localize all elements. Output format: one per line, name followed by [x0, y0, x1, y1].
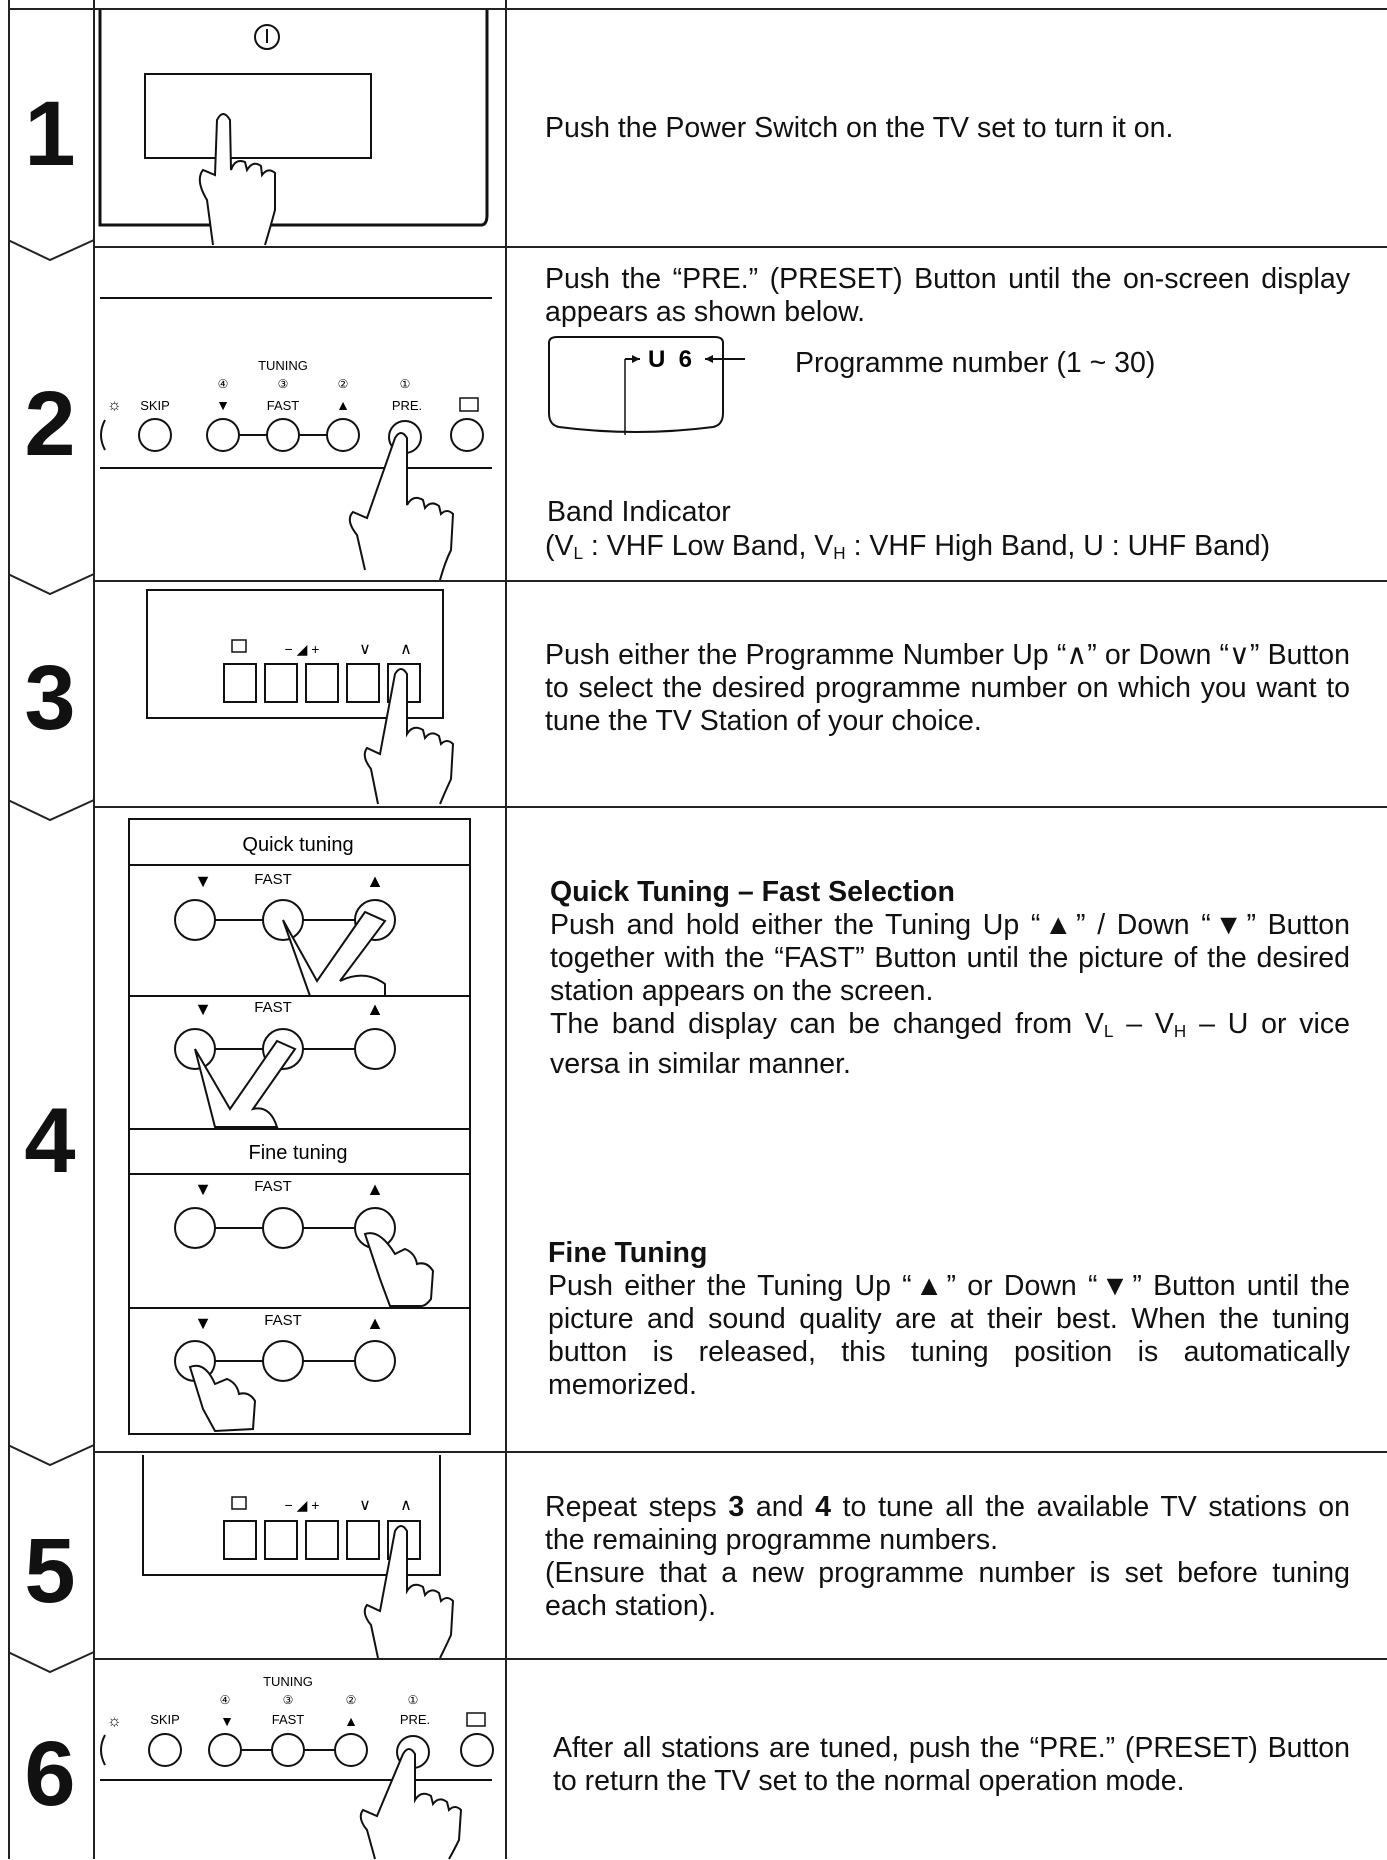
- programme-buttons-illustration: − ◢ + ∨ ∧: [146, 589, 455, 805]
- chevron-divider: [8, 1651, 95, 1674]
- svg-text:▲: ▲: [366, 1179, 384, 1199]
- svg-text:▲: ▲: [366, 871, 384, 891]
- row-separator: [93, 1658, 1387, 1660]
- chevron-divider: [8, 573, 95, 596]
- hand-icon: [363, 1232, 435, 1308]
- svg-text:SKIP: SKIP: [150, 1712, 180, 1727]
- tuning-panel-illustration: TUNING ④ ③ ② ① ☼ SKIP ▼ FAST ▲ PRE.: [100, 1674, 494, 1860]
- svg-text:− ◢ +: − ◢ +: [285, 1497, 320, 1513]
- step-number-5: 5: [24, 1520, 76, 1622]
- hand-icon: [194, 1039, 297, 1128]
- svg-text:▲: ▲: [366, 1313, 384, 1333]
- menu-icon: [466, 1712, 486, 1727]
- fine-tuning-label: Fine tuning: [249, 1142, 348, 1164]
- svg-text:FAST: FAST: [264, 1312, 302, 1329]
- step-number-1: 1: [24, 83, 76, 185]
- tuning-label: TUNING: [258, 358, 308, 373]
- row-separator: [93, 1451, 1387, 1453]
- svg-text:▼: ▼: [194, 1179, 212, 1199]
- hand-icon: [359, 1748, 463, 1860]
- hand-icon: [198, 113, 276, 246]
- step-1-text: Push the Power Switch on the TV set to t…: [545, 112, 1174, 144]
- svg-text:∧: ∧: [400, 641, 412, 658]
- svg-text:②: ②: [338, 377, 349, 391]
- band-indicator-desc: (VL : VHF Low Band, VH : VHF High Band, …: [545, 530, 1271, 563]
- svg-text:FAST: FAST: [254, 871, 292, 888]
- svg-text:∨: ∨: [359, 1497, 371, 1514]
- svg-text:③: ③: [278, 377, 289, 391]
- tv-display-diagram: U 6: [548, 336, 745, 435]
- quick-tuning-label: Quick tuning: [242, 834, 353, 856]
- svg-text:②: ②: [346, 1693, 357, 1707]
- svg-text:∧: ∧: [400, 1497, 412, 1514]
- programme-number-label: Programme number (1 ~ 30): [795, 347, 1156, 379]
- programme-buttons-illustration: − ◢ + ∨ ∧: [142, 1455, 455, 1658]
- svg-text:PRE.: PRE.: [392, 398, 422, 413]
- step-number-2: 2: [24, 373, 76, 475]
- brightness-icon: ☼: [107, 1713, 122, 1730]
- svg-text:①: ①: [408, 1693, 419, 1707]
- hand-icon: [363, 1525, 455, 1658]
- fine-tuning-heading: Fine Tuning: [548, 1237, 708, 1269]
- menu-icon: [459, 397, 479, 412]
- svg-text:▲: ▲: [344, 1713, 358, 1729]
- svg-text:①: ①: [400, 377, 411, 391]
- svg-text:▼: ▼: [216, 397, 230, 413]
- tuning-panel-illustration: TUNING ④ ③ ② ① ☼ SKIP ▼ FAST ▲ PRE.: [100, 297, 492, 580]
- svg-text:▼: ▼: [194, 1313, 212, 1333]
- band-change-text: The band display can be changed from VL …: [550, 1008, 1350, 1080]
- number-column-divider: [93, 0, 95, 1859]
- step-5-text: Repeat steps 3 and 4 to tune all the ava…: [545, 1491, 1350, 1622]
- svg-text:SKIP: SKIP: [140, 398, 170, 413]
- row-separator: [93, 246, 1387, 248]
- top-border: [8, 8, 1387, 10]
- svg-text:FAST: FAST: [254, 999, 292, 1016]
- step-4-quick-text: Quick Tuning – Fast Selection Push and h…: [550, 876, 1350, 1080]
- power-switch: [144, 73, 372, 159]
- row-separator: [93, 580, 1387, 582]
- svg-text:④: ④: [218, 377, 229, 391]
- hand-icon: [282, 910, 387, 997]
- hand-icon: [188, 1364, 257, 1433]
- svg-text:FAST: FAST: [272, 1712, 305, 1727]
- step-number-6: 6: [24, 1723, 76, 1825]
- svg-text:▼: ▼: [194, 871, 212, 891]
- svg-text:▲: ▲: [336, 397, 350, 413]
- svg-text:TUNING: TUNING: [263, 1674, 313, 1689]
- step-3-text: Push either the Programme Number Up “∧” …: [545, 639, 1350, 737]
- hand-icon: [348, 432, 455, 580]
- row-separator: [93, 806, 1387, 808]
- quick-tuning-heading: Quick Tuning – Fast Selection: [550, 876, 955, 908]
- step-number-4: 4: [24, 1090, 76, 1192]
- svg-text:▼: ▼: [220, 1713, 234, 1729]
- step-4-fine-text: Fine Tuning Push either the Tuning Up “▲…: [548, 1237, 1350, 1401]
- step-6-text: After all stations are tuned, push the “…: [553, 1732, 1350, 1797]
- svg-text:FAST: FAST: [254, 1178, 292, 1195]
- chevron-divider: [8, 799, 95, 822]
- svg-text:FAST: FAST: [267, 398, 300, 413]
- step-2-text: Push the “PRE.” (PRESET) Button until th…: [545, 263, 1350, 328]
- illustration-column-divider: [505, 0, 507, 1859]
- band-indicator-label: Band Indicator: [547, 496, 731, 528]
- on-screen-display: U 6: [648, 346, 692, 373]
- outer-left-border: [8, 0, 10, 1859]
- svg-text:▼: ▼: [194, 999, 212, 1019]
- svg-text:− ◢ +: − ◢ +: [285, 641, 320, 657]
- tuning-method-illustration: Quick tuning Fine tuning ▼ FAST ▲ ▼ FAST…: [128, 818, 471, 1435]
- svg-text:▲: ▲: [366, 999, 384, 1019]
- svg-text:④: ④: [220, 1693, 231, 1707]
- hand-icon: [363, 668, 455, 805]
- step-number-3: 3: [24, 647, 76, 749]
- brightness-icon: ☼: [107, 397, 122, 414]
- svg-text:③: ③: [283, 1693, 294, 1707]
- chevron-divider: [8, 239, 95, 262]
- power-switch-illustration: [98, 10, 489, 246]
- svg-text:PRE.: PRE.: [400, 1712, 430, 1727]
- power-icon: [254, 24, 280, 50]
- chevron-divider: [8, 1444, 95, 1467]
- svg-text:∨: ∨: [359, 641, 371, 658]
